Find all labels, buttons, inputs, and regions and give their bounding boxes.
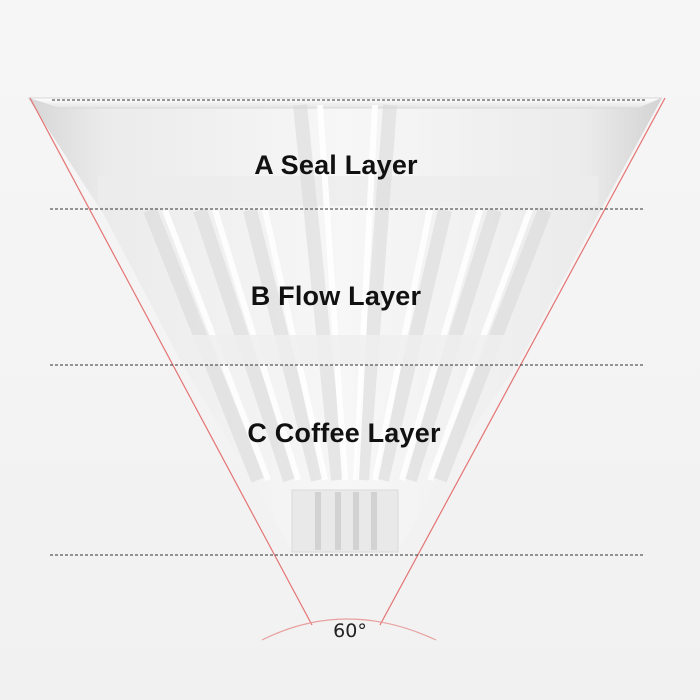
flow-layer-label: B Flow Layer <box>250 281 422 311</box>
angle-guide-right <box>379 97 666 626</box>
layer-dividers <box>50 99 645 556</box>
flow-shoulder-band <box>190 335 510 365</box>
dripper-cone-body <box>28 98 662 552</box>
angle-label: 60° <box>333 620 367 642</box>
seal-ring-band <box>98 176 598 206</box>
spout-ribs <box>315 492 377 550</box>
coffee-layer-label: C Coffee Layer <box>247 418 441 448</box>
dripper-spout <box>291 489 399 553</box>
angle-guide-left <box>29 97 313 626</box>
seal-layer-label: A Seal Layer <box>254 150 418 180</box>
angle-arc <box>261 618 437 641</box>
